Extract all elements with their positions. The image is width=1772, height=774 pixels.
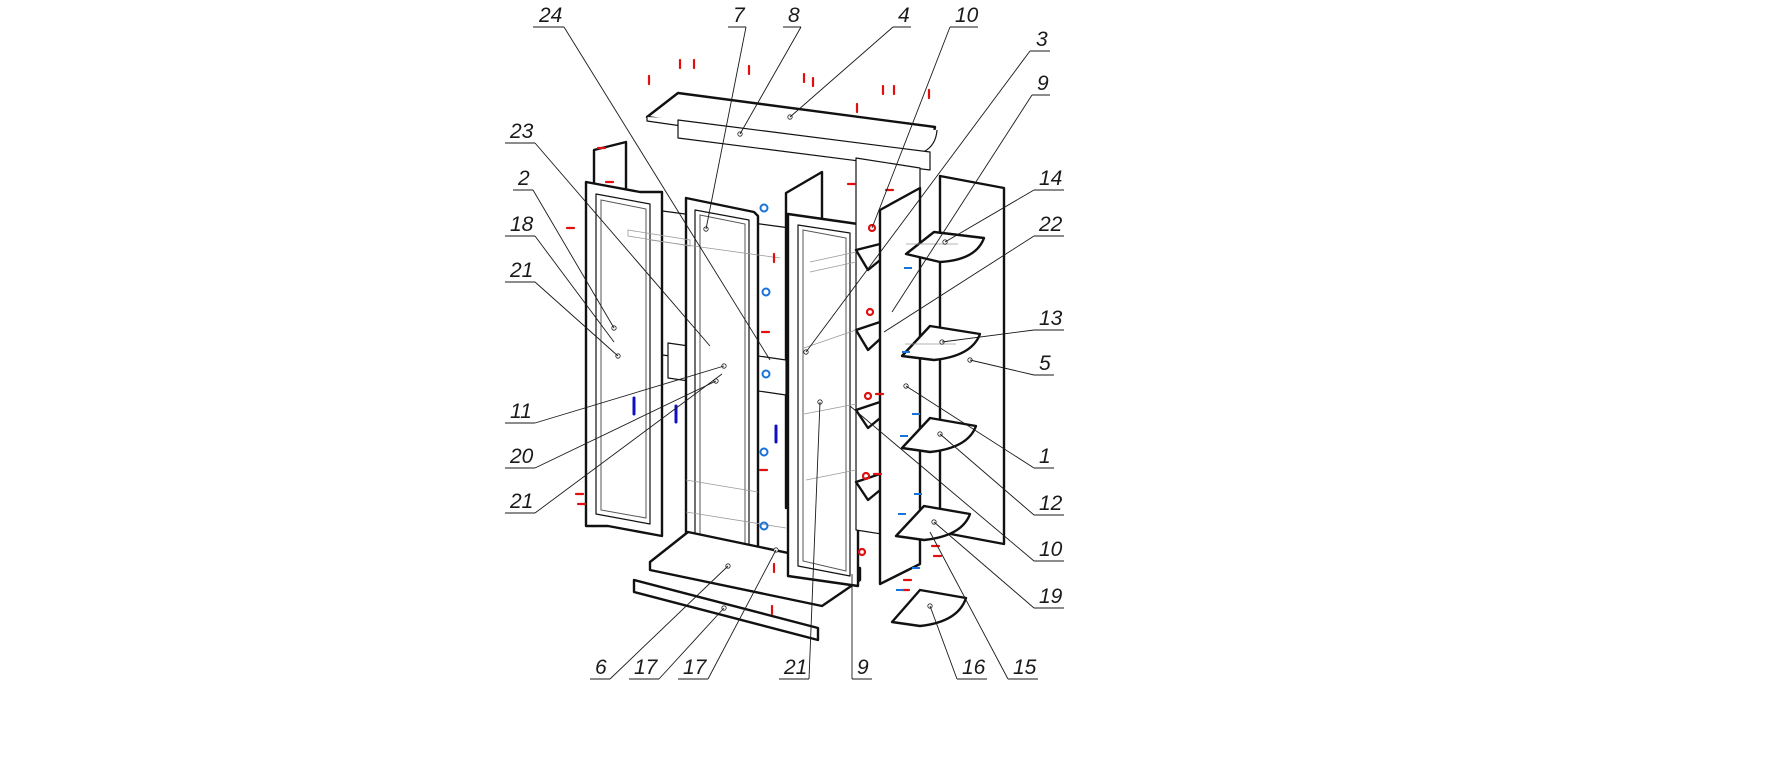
callout-8: 8 [739,4,802,135]
label-9-bottom: 9 [857,656,869,679]
label-1: 1 [1039,445,1051,468]
screws-red [565,58,943,616]
callout-17-right: 17 [678,549,777,680]
callout-14: 14 [944,167,1064,243]
label-7: 7 [733,4,746,27]
callout-13: 13 [941,307,1064,343]
label-21-mid: 21 [509,490,533,513]
callout-12: 12 [939,433,1064,516]
callout-20: 20 [505,380,717,469]
front-kick-rail [632,578,820,642]
callout-21-bottom: 21 [779,401,821,680]
label-17-right: 17 [683,656,708,679]
label-24: 24 [538,4,562,27]
label-9-top: 9 [1037,72,1049,95]
callout-24: 24 [533,4,771,361]
label-2: 2 [517,167,530,190]
callout-2: 2 [513,167,615,329]
label-22: 22 [1038,213,1063,236]
label-16: 16 [962,656,986,679]
callout-10-bottom: 10 [849,405,1064,562]
label-4: 4 [898,4,910,27]
callout-17-left: 17 [629,607,725,680]
middle-door [684,196,760,562]
label-3: 3 [1036,28,1048,51]
corner-shelf-14 [904,230,986,264]
label-20: 20 [509,445,534,468]
panels [584,91,1006,642]
callout-5: 5 [969,352,1054,376]
label-11: 11 [510,400,532,423]
callout-3: 3 [805,28,1050,353]
label-14: 14 [1039,167,1062,190]
callout-19: 19 [933,521,1064,609]
label-13: 13 [1039,307,1063,330]
label-18: 18 [510,213,534,236]
label-21-left: 21 [509,259,533,282]
callout-11: 11 [505,365,725,424]
callout-16: 16 [929,605,987,680]
callout-10-top: 10 [871,4,979,229]
callout-9-bottom: 9 [851,574,872,680]
label-23: 23 [509,120,534,143]
callout-6: 6 [590,565,729,680]
label-17-left: 17 [634,656,659,679]
callout-1: 1 [905,385,1054,469]
label-19: 19 [1039,585,1063,608]
bottom-plinth [648,530,862,608]
callout-18: 18 [505,213,615,343]
callout-7: 7 [705,4,747,230]
label-8: 8 [788,4,800,27]
label-6: 6 [595,656,607,679]
label-12: 12 [1039,492,1063,515]
label-5: 5 [1039,352,1051,375]
label-10-bottom: 10 [1039,538,1063,561]
construction-lines [627,229,958,529]
left-door [584,180,664,538]
callout-22: 22 [883,213,1064,333]
label-10-top: 10 [955,4,979,27]
callout-23: 23 [505,120,711,347]
label-15: 15 [1013,656,1037,679]
callout-9-top: 9 [891,72,1050,313]
hinges-blue [759,203,922,591]
callout-21-left: 21 [505,259,619,357]
callout-15: 15 [929,531,1038,680]
right-front-upright [878,186,922,586]
callout-21-mid: 21 [505,373,723,514]
label-21-bottom: 21 [783,656,807,679]
right-door [786,212,860,588]
callout-4: 4 [789,4,911,118]
